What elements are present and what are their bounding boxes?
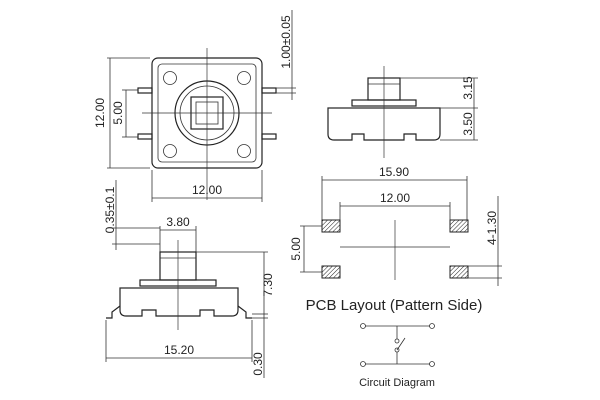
pcb-layout: 15.90 12.00 5.00 4-1.30 PCB Layout (Patt… (289, 165, 502, 314)
circuit-diagram-caption: Circuit Diagram (359, 377, 435, 389)
circuit-terminal (360, 361, 366, 367)
dim-side-body-height: 3.50 (461, 112, 475, 136)
circuit-diagram: Circuit Diagram (359, 323, 435, 389)
side-body (327, 107, 441, 141)
top-view-corner-hole (237, 144, 251, 158)
left-body (119, 287, 239, 317)
top-view-lead (137, 87, 153, 94)
pcb-pad (321, 219, 341, 233)
top-view: 12.00 5.00 12.00 1.00±0.05 (93, 10, 296, 202)
dim-pcb-pad-size: 4-1.30 (485, 211, 499, 245)
dim-side-total-height: 3.15 (461, 76, 475, 100)
side-view-right: 3.15 3.50 (327, 66, 478, 158)
dim-pcb-inner-width: 12.00 (380, 191, 410, 205)
left-lead (106, 305, 121, 319)
top-view-lead (261, 133, 277, 140)
circuit-terminal (360, 323, 366, 329)
dim-top-pin-pitch: 5.00 (111, 101, 125, 125)
left-lead (237, 305, 252, 319)
dim-left-actuator-offset: 0.35±0.1 (103, 186, 117, 233)
dim-top-height: 12.00 (93, 98, 107, 128)
dim-left-lead-thickness: 0.30 (251, 352, 265, 376)
pcb-pad (449, 265, 469, 279)
top-view-corner-hole (163, 144, 177, 158)
top-view-corner-hole (237, 71, 251, 85)
dim-top-lead: 1.00±0.05 (279, 15, 293, 69)
circuit-terminal (429, 323, 435, 329)
dim-pcb-outer-width: 15.90 (379, 165, 409, 179)
dim-left-overall-width: 15.20 (164, 343, 194, 357)
top-view-lead (261, 87, 277, 94)
circuit-terminal (429, 361, 435, 367)
circuit-switch-lever (396, 337, 406, 351)
pcb-pad (321, 265, 341, 279)
top-view-corner-hole (163, 71, 177, 85)
side-view-left: 0.35±0.1 3.80 7.30 15.20 0.30 (103, 180, 275, 378)
dim-left-height: 7.30 (261, 273, 275, 297)
pcb-pad (449, 219, 469, 233)
dim-top-width: 12.00 (192, 183, 222, 197)
dim-left-actuator-width: 3.80 (166, 215, 190, 229)
circuit-contact (394, 338, 400, 344)
dim-pcb-pad-pitch: 5.00 (289, 237, 303, 261)
pcb-layout-title: PCB Layout (Pattern Side) (306, 297, 483, 314)
top-view-lead (137, 133, 153, 140)
circuit-contact (394, 347, 400, 353)
